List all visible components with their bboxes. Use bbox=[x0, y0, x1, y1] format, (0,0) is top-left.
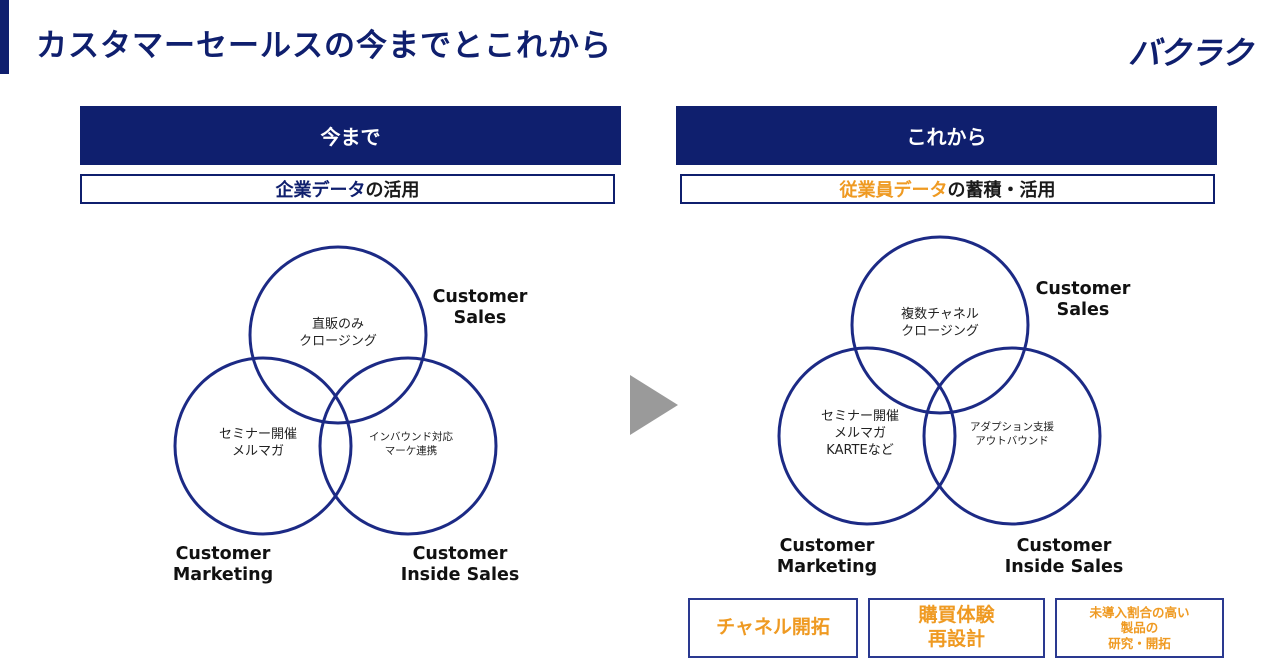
right-sales-text-line1: 複数チャネル bbox=[901, 307, 979, 322]
left-column-subtitle: 企業データの活用 bbox=[80, 174, 615, 204]
left-marketing-label-line1: Customer bbox=[175, 544, 271, 564]
right-sales-text: 複数チャネル クロージング bbox=[885, 306, 995, 340]
right-marketing-circle bbox=[777, 346, 957, 526]
outcome-purchase-line2: 再設計 bbox=[927, 628, 985, 650]
left-marketing-label-line2: Marketing bbox=[172, 565, 274, 585]
outcome-channel-box: チャネル開拓 bbox=[688, 598, 858, 658]
left-marketing-text-line2: メルマガ bbox=[231, 444, 284, 459]
right-inside-sales-circle bbox=[922, 346, 1102, 526]
left-marketing-text: セミナー開催 メルマガ bbox=[203, 426, 313, 460]
right-inside-sales-label: Customer Inside Sales bbox=[999, 536, 1129, 578]
outcome-research-box: 未導入割合の高い 製品の 研究・開拓 bbox=[1055, 598, 1224, 658]
brand-logo: バクラク bbox=[1128, 34, 1253, 72]
left-sales-text-line1: 直販のみ bbox=[311, 317, 364, 332]
right-inside-sales-text: アダプション支援 アウトバウンド bbox=[957, 420, 1067, 448]
right-marketing-text: セミナー開催 メルマガ KARTEなど bbox=[805, 408, 915, 459]
slide-title: カスタマーセールスの今までとこれから bbox=[36, 28, 612, 64]
left-inside-sales-label-line1: Customer bbox=[412, 544, 508, 564]
left-marketing-text-line1: セミナー開催 bbox=[218, 427, 297, 442]
left-marketing-label: Customer Marketing bbox=[163, 544, 283, 586]
left-inside-sales-text-line1: インバウンド対応 bbox=[369, 431, 453, 443]
right-marketing-label: Customer Marketing bbox=[767, 536, 887, 578]
right-inside-sales-label-line1: Customer bbox=[1016, 536, 1112, 556]
left-sales-label: Customer Sales bbox=[420, 287, 540, 329]
left-inside-sales-circle bbox=[318, 356, 498, 536]
title-accent-bar bbox=[0, 0, 9, 74]
left-marketing-circle bbox=[173, 356, 353, 536]
right-marketing-text-line2: メルマガ bbox=[833, 426, 886, 441]
right-marketing-text-line3: KARTEなど bbox=[826, 443, 894, 458]
left-sales-label-line1: Customer bbox=[432, 287, 528, 307]
right-inside-sales-text-line2: アウトバウンド bbox=[975, 435, 1049, 447]
right-sales-label: Customer Sales bbox=[1023, 279, 1143, 321]
outcome-channel-text: チャネル開拓 bbox=[716, 616, 830, 639]
outcome-purchase-box: 購買体験 再設計 bbox=[868, 598, 1045, 658]
right-inside-sales-text-line1: アダプション支援 bbox=[970, 421, 1054, 433]
right-inside-sales-label-line2: Inside Sales bbox=[1004, 557, 1124, 577]
outcome-research-line2: 製品の bbox=[1120, 620, 1159, 636]
outcome-research-line1: 未導入割合の高い bbox=[1089, 604, 1190, 620]
outcome-research-line3: 研究・開拓 bbox=[1108, 635, 1171, 651]
right-subtitle-highlight: 従業員データ bbox=[839, 180, 948, 201]
right-marketing-label-line1: Customer bbox=[779, 536, 875, 556]
outcome-purchase-line1: 購買体験 bbox=[918, 604, 995, 627]
right-sales-text-line2: クロージング bbox=[901, 324, 979, 339]
right-sales-label-line2: Sales bbox=[1056, 300, 1110, 320]
left-column-header: 今まで bbox=[80, 106, 621, 165]
left-inside-sales-text: インバウンド対応 マーケ連携 bbox=[356, 430, 466, 458]
left-sales-circle bbox=[248, 245, 428, 425]
left-inside-sales-label: Customer Inside Sales bbox=[395, 544, 525, 586]
left-inside-sales-text-line2: マーケ連携 bbox=[384, 445, 438, 457]
play-triangle-icon bbox=[630, 375, 678, 435]
right-marketing-text-line1: セミナー開催 bbox=[820, 409, 899, 424]
left-inside-sales-label-line2: Inside Sales bbox=[400, 565, 520, 585]
right-column-header: これから bbox=[676, 106, 1217, 165]
left-subtitle-highlight: 企業データ bbox=[275, 180, 366, 201]
right-marketing-label-line2: Marketing bbox=[776, 557, 878, 577]
left-sales-label-line2: Sales bbox=[453, 308, 507, 328]
right-column-subtitle: 従業員データの蓄積・活用 bbox=[680, 174, 1215, 204]
left-subtitle-rest: の活用 bbox=[365, 180, 420, 201]
right-sales-circle bbox=[850, 235, 1030, 415]
right-sales-label-line1: Customer bbox=[1035, 279, 1131, 299]
right-subtitle-rest: の蓄積・活用 bbox=[947, 180, 1056, 201]
left-sales-text: 直販のみ クロージング bbox=[288, 316, 388, 350]
left-sales-text-line2: クロージング bbox=[299, 334, 377, 349]
